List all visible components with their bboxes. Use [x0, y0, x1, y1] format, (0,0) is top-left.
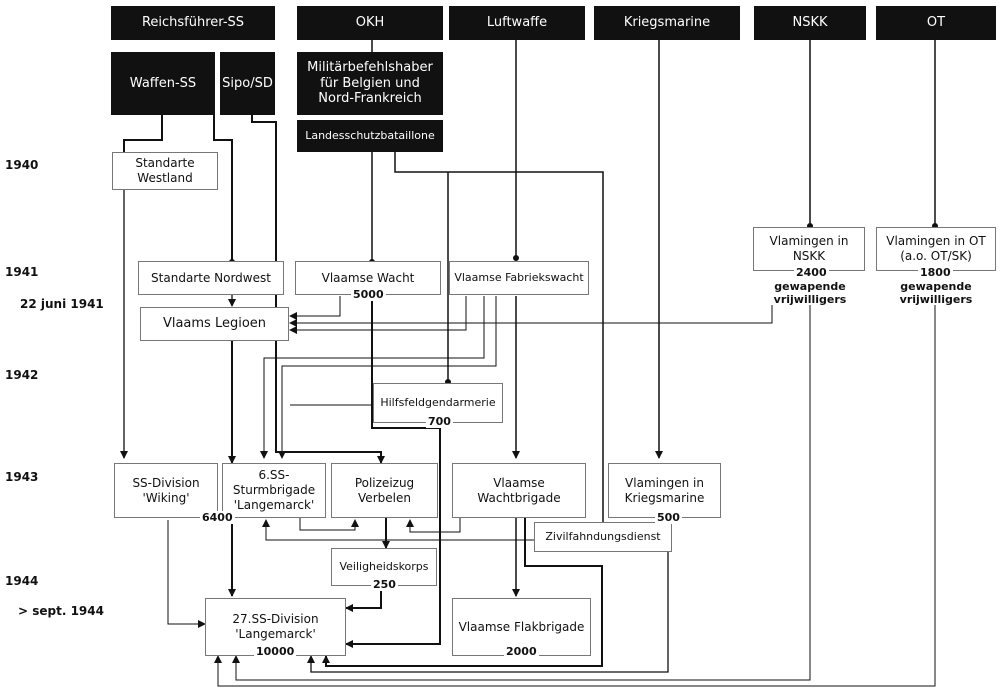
line-fab-legioen [289, 296, 467, 334]
line-wacht-polizei [406, 518, 461, 533]
dot-fab [513, 255, 519, 261]
box-vlamingen-nskk: Vlamingen in NSKK [753, 227, 865, 271]
count-hilfsfeldgendarmerie: 700 [426, 415, 453, 428]
year-sept-1944: > sept. 1944 [18, 604, 104, 618]
count-kriegsmarine: 500 [655, 511, 682, 524]
header-militarbefehlshaber: Militärbefehlshaber für Belgien und Nord… [297, 52, 443, 115]
count-flakbrigade: 2000 [504, 645, 539, 658]
count-nskk: 2400 [794, 266, 829, 279]
year-1940: 1940 [5, 158, 39, 172]
box-vlaamse-wachtbrigade: Vlaamse Wachtbrigade [452, 463, 586, 518]
header-okh: OKH [297, 6, 443, 40]
year-22-juni-1941: 22 juni 1941 [20, 297, 104, 311]
header-landesschutz: Landesschutzbataillone [297, 120, 443, 152]
header-kriegsmarine: Kriegsmarine [594, 6, 740, 40]
line-nskk-legioen [289, 305, 773, 327]
line-wacht-legioen [289, 296, 341, 320]
header-sipo: Sipo/SD [220, 52, 275, 115]
count-vlaamse-wacht: 5000 [351, 288, 386, 301]
line-fab2-sturm [260, 296, 485, 459]
line-fab3-sturm [278, 296, 497, 459]
header-ot: OT [876, 6, 996, 40]
count-veiligheidskorps: 250 [371, 578, 398, 591]
year-1941: 1941 [5, 265, 39, 279]
line-ot-div27 [214, 305, 936, 687]
line-kriegs-div27 [307, 522, 669, 673]
line-wacht-div27b [322, 518, 603, 667]
year-1943: 1943 [5, 470, 39, 484]
line-wacht-div27 [345, 296, 441, 648]
line-sturm2 [299, 518, 359, 531]
note-ot-gewapende: gewapende vrijwilligers [899, 280, 973, 307]
header-nskk: NSKK [754, 6, 866, 40]
box-standarte-nordwest: Standarte Nordwest [138, 261, 284, 295]
line-waffen-westland [123, 115, 163, 155]
year-1944: 1944 [5, 574, 39, 588]
line-waffen-nordwest [213, 115, 233, 262]
note-nskk-gewapende: gewapende vrijwilligers [773, 280, 847, 307]
year-1942: 1942 [5, 368, 39, 382]
line-landesschutz-cross [394, 152, 604, 522]
box-vlaamse-fabriekswacht: Vlaamse Fabriekswacht [449, 261, 589, 295]
box-vlamingen-kriegsmarine: Vlamingen in Kriegsmarine [608, 463, 721, 518]
box-polizeizug-verbelen: Polizeizug Verbelen [331, 463, 438, 518]
header-waffen-ss: Waffen-SS [111, 52, 215, 115]
box-6-ss-sturmbrigade: 6.SS-Sturmbrigade 'Langemarck' [222, 463, 326, 518]
count-27-ss-division: 10000 [254, 645, 297, 658]
line-veilig-div27 [345, 588, 382, 612]
header-reichsfuhrer: Reichsführer-SS [111, 6, 275, 40]
box-standarte-westland: Standarte Westland [112, 152, 218, 190]
line-nskk-div27 [232, 305, 811, 681]
count-wiking: 6400 [200, 511, 235, 524]
line-wiking-div27 [167, 520, 206, 628]
count-ot: 1800 [918, 266, 953, 279]
box-ss-division-wiking: SS-Division 'Wiking' [114, 463, 218, 518]
header-luftwaffe: Luftwaffe [449, 6, 585, 40]
box-vlaams-legioen: Vlaams Legioen [140, 307, 289, 341]
box-vlamingen-ot: Vlamingen in OT (a.o. OT/SK) [876, 227, 996, 271]
box-zivilfahndungsdienst: Zivilfahndungsdienst [534, 522, 672, 552]
